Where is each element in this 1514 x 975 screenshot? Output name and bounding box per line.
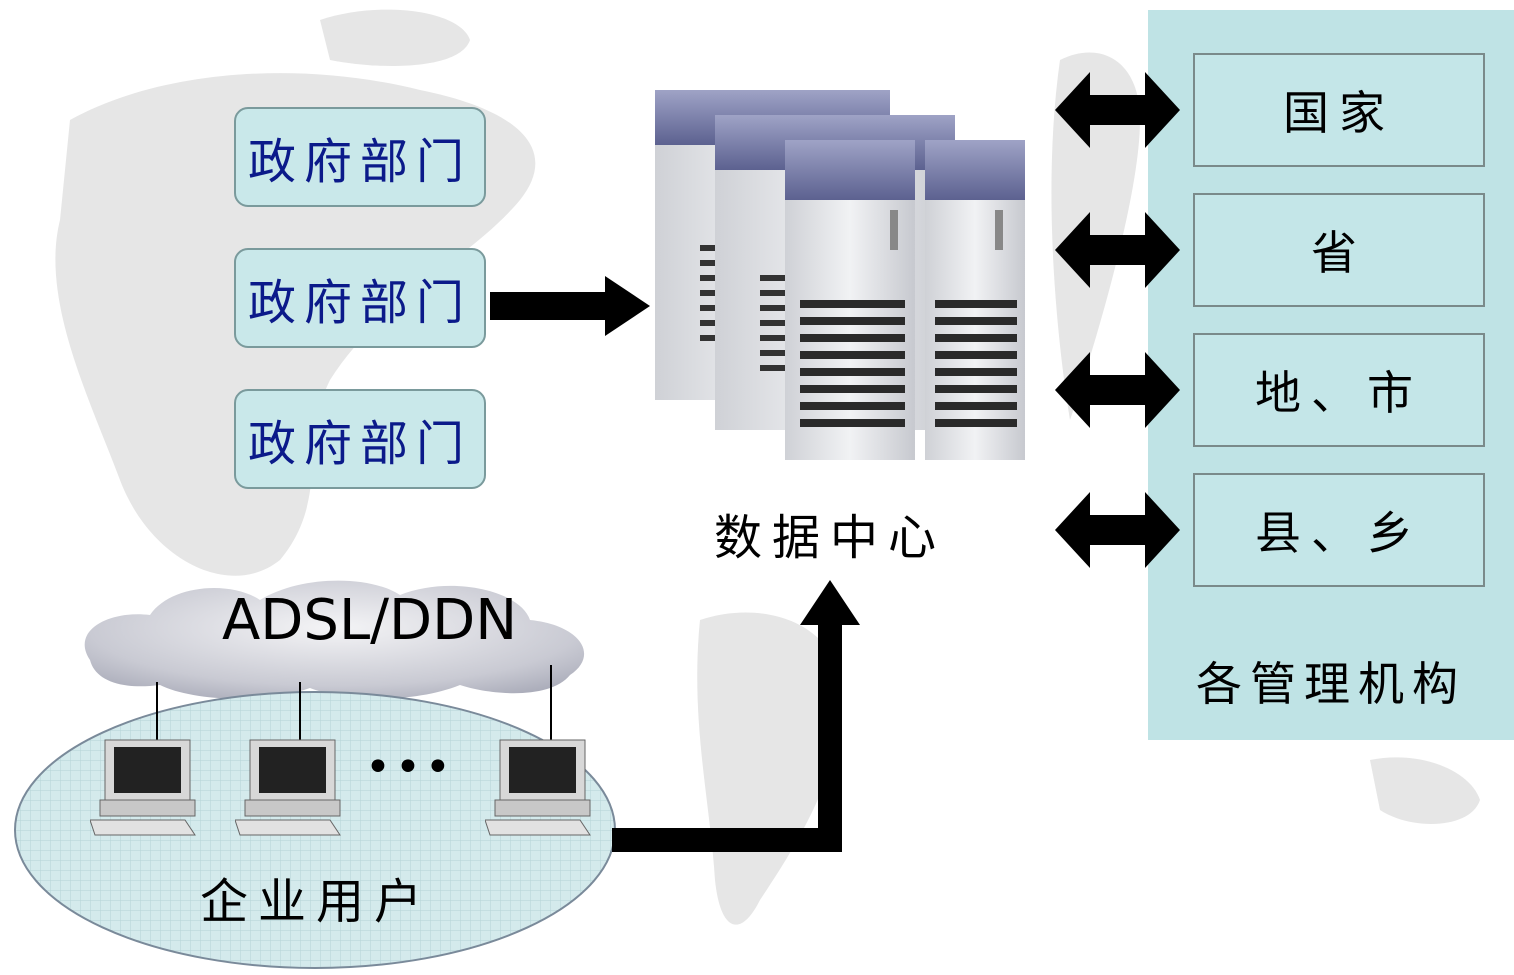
- server-cluster-icon: [655, 90, 1025, 460]
- ellipsis-dots: •••: [365, 742, 455, 793]
- gov-department-box-1: 政府部门: [234, 107, 486, 207]
- gov-department-box-3: 政府部门: [234, 389, 486, 489]
- cloud-icon: [84, 580, 585, 699]
- level-box-city: 地、市: [1193, 333, 1485, 447]
- data-center-label: 数据中心: [713, 510, 946, 566]
- arrow-gov-to-datacenter: [490, 276, 650, 336]
- enterprise-users-label: 企业用户: [200, 874, 433, 930]
- computer-icon: [485, 739, 591, 836]
- computer-icon: [90, 739, 196, 836]
- level-box-national: 国家: [1193, 53, 1485, 167]
- arrow-bidirectional-national: [1055, 72, 1180, 148]
- level-box-province: 省: [1193, 193, 1485, 307]
- level-box-county: 县、乡: [1193, 473, 1485, 587]
- arrow-bidirectional-county: [1055, 492, 1180, 568]
- gov-department-box-2: 政府部门: [234, 248, 486, 348]
- arrow-bidirectional-city: [1055, 352, 1180, 428]
- panel-label: 各管理机构: [1196, 657, 1466, 711]
- computer-icon: [235, 739, 341, 836]
- arrow-bidirectional-province: [1055, 212, 1180, 288]
- arrow-enterprise-to-datacenter: [612, 580, 860, 852]
- network-label: ADSL/DDN: [222, 588, 518, 653]
